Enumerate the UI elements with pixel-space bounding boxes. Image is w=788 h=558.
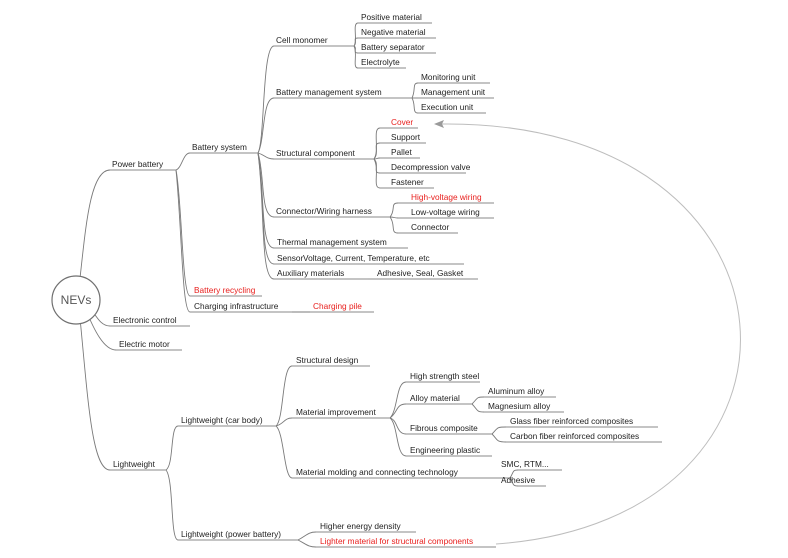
- node-magnesium-alloy: Magnesium alloy: [488, 401, 551, 411]
- node-power-battery: Power battery: [112, 159, 164, 169]
- node-pallet: Pallet: [391, 147, 412, 157]
- node-decompression-valve: Decompression valve: [391, 162, 471, 172]
- node-carbon-fiber-composites: Carbon fiber reinforced composites: [510, 431, 639, 441]
- node-electrolyte: Electrolyte: [361, 57, 400, 67]
- node-battery-management-system: Battery management system: [276, 87, 382, 97]
- node-higher-energy-density: Higher energy density: [320, 521, 402, 531]
- node-connector: Connector: [411, 222, 450, 232]
- node-fastener: Fastener: [391, 177, 424, 187]
- node-positive-material: Positive material: [361, 12, 422, 22]
- node-structural-design: Structural design: [296, 355, 359, 365]
- node-battery-recycling: Battery recycling: [194, 285, 256, 295]
- node-auxiliary-detail: Adhesive, Seal, Gasket: [377, 268, 464, 278]
- node-monitoring-unit: Monitoring unit: [421, 72, 476, 82]
- node-auxiliary-materials: Auxiliary materials: [277, 268, 344, 278]
- node-lightweight-car-body: Lightweight (car body): [181, 415, 263, 425]
- node-high-voltage-wiring: High-voltage wiring: [411, 192, 482, 202]
- node-low-voltage-wiring: Low-voltage wiring: [411, 207, 480, 217]
- root-node: NEVs: [51, 275, 101, 325]
- node-battery-separator: Battery separator: [361, 42, 425, 52]
- node-smc-rtm: SMC, RTM...: [501, 459, 549, 469]
- node-lightweight-power-battery: Lightweight (power battery): [181, 529, 281, 539]
- node-underlines: [110, 22, 662, 548]
- node-material-molding-technology: Material molding and connecting technolo…: [296, 467, 459, 477]
- node-glass-fiber-composites: Glass fiber reinforced composites: [510, 416, 633, 426]
- node-connector-wiring-harness: Connector/Wiring harness: [276, 206, 372, 216]
- node-cover: Cover: [391, 117, 413, 127]
- node-material-improvement: Material improvement: [296, 407, 376, 417]
- connector-lines: [77, 22, 519, 548]
- node-battery-system: Battery system: [192, 142, 247, 152]
- node-sensor: Sensor: [277, 253, 304, 263]
- node-electronic-control: Electronic control: [113, 315, 177, 325]
- node-charging-pile: Charging pile: [313, 301, 362, 311]
- node-aluminum-alloy: Aluminum alloy: [488, 386, 545, 396]
- node-fibrous-composite: Fibrous composite: [410, 423, 478, 433]
- node-charging-infrastructure: Charging infrastructure: [194, 301, 279, 311]
- node-support: Support: [391, 132, 421, 142]
- node-engineering-plastic: Engineering plastic: [410, 445, 480, 455]
- node-sensor-detail: Voltage, Current, Temperature, etc: [303, 253, 430, 263]
- node-lightweight: Lightweight: [113, 459, 156, 469]
- root-label: NEVs: [61, 293, 92, 307]
- node-lighter-material: Lighter material for structural componen…: [320, 536, 473, 546]
- node-structural-component: Structural component: [276, 148, 356, 158]
- node-management-unit: Management unit: [421, 87, 486, 97]
- node-high-strength-steel: High strength steel: [410, 371, 479, 381]
- node-execution-unit: Execution unit: [421, 102, 474, 112]
- node-adhesive: Adhesive: [501, 475, 536, 485]
- cover-link-arrow: [434, 120, 741, 545]
- node-thermal-management-system: Thermal management system: [277, 237, 387, 247]
- node-electric-motor: Electric motor: [119, 339, 170, 349]
- node-alloy-material: Alloy material: [410, 393, 460, 403]
- node-negative-material: Negative material: [361, 27, 426, 37]
- node-labels: Power battery Battery system Cell monome…: [112, 12, 639, 546]
- node-cell-monomer: Cell monomer: [276, 35, 328, 45]
